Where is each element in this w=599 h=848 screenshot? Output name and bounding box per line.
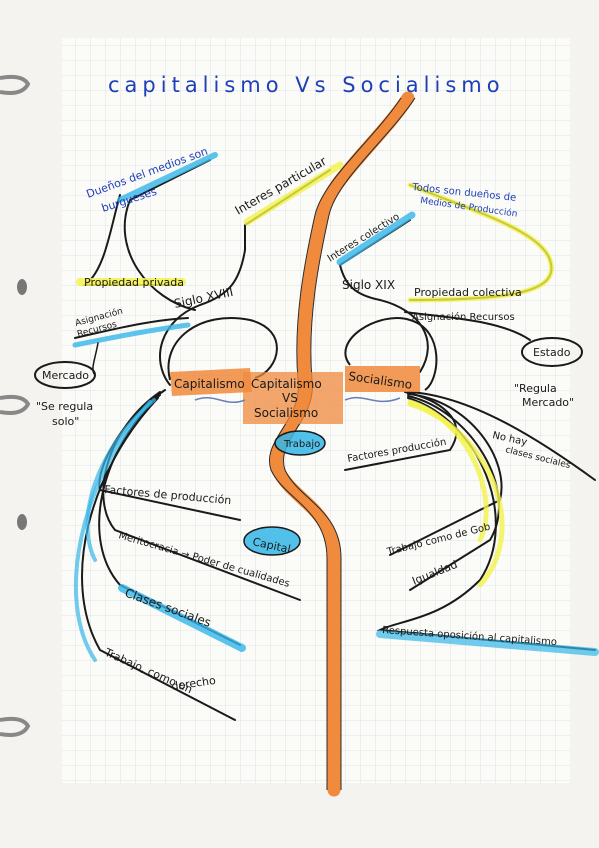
capitalismo-label: Capitalismo (174, 377, 245, 391)
se-regula-line2: solo" (52, 415, 79, 428)
center-highlight (243, 372, 343, 424)
right-branch-lines (336, 182, 599, 656)
socialismo-node (344, 317, 438, 392)
left-branch-lines (72, 152, 344, 721)
mercado-label: Mercado (42, 369, 89, 382)
regula-line1: "Regula (514, 382, 557, 395)
regula-line2: Mercado" (522, 396, 574, 409)
asignacion-recursos-right: Asignación Recursos (412, 311, 515, 323)
se-regula-line1: "Se regula (36, 400, 93, 413)
propiedad-colectiva-label: Propiedad colectiva (414, 286, 522, 299)
page-title: capitalismo Vs Socialismo (108, 73, 505, 97)
mercado-bubble (34, 361, 96, 389)
capitalismo-node (167, 317, 278, 396)
binder-rings (0, 74, 31, 737)
estado-label: Estado (533, 346, 571, 359)
center-line2: VS (282, 391, 298, 405)
center-line3: Socialismo (254, 406, 318, 420)
siglo-xix-label: Siglo XIX (342, 278, 395, 292)
trabajo-bubble (275, 431, 325, 455)
estado-bubble (521, 337, 583, 367)
capital-bubble (244, 527, 300, 555)
trabajo-bubble-label: Trabajo (283, 439, 320, 450)
trabajo-derecho-line2: derecho (171, 674, 217, 693)
center-line1: Capitalismo (251, 377, 322, 391)
propiedad-privada-label: Propiedad privada (84, 276, 184, 289)
